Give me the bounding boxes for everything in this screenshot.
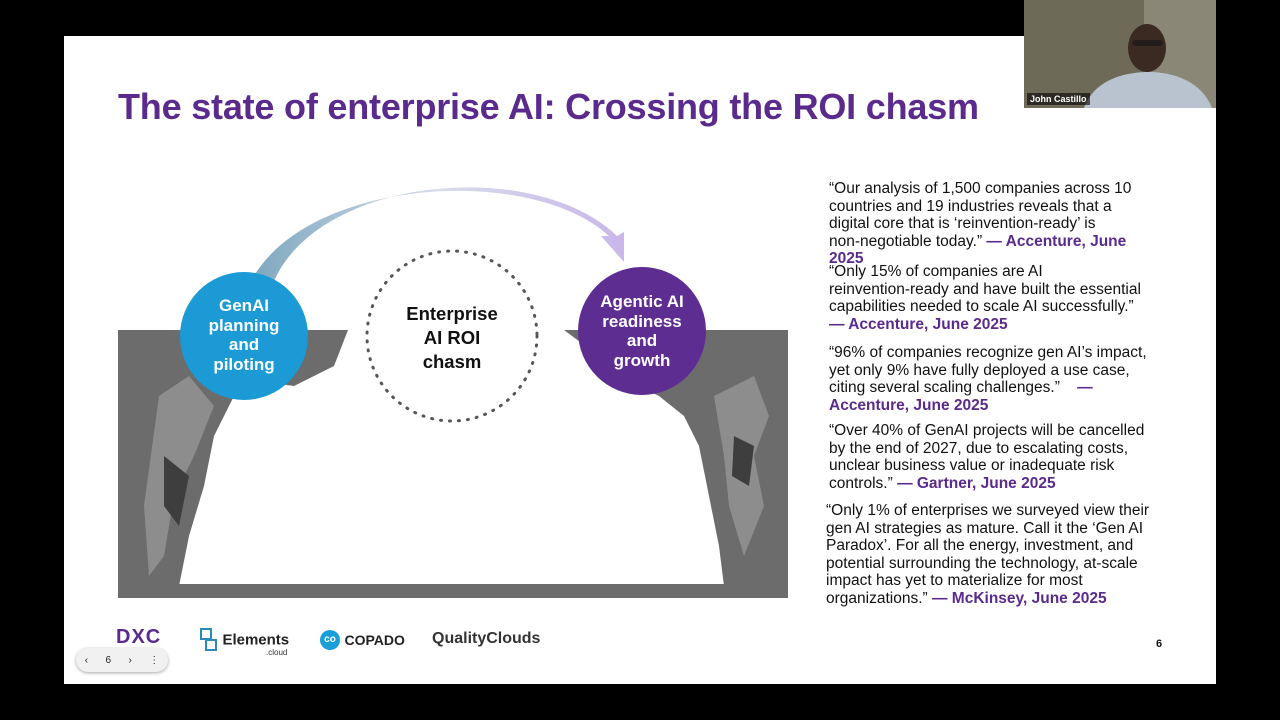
quote-mckinsey: “Only 1% of enterprises we surveyed view… bbox=[826, 502, 1150, 607]
current-slide-indicator: 6 bbox=[105, 654, 112, 666]
copado-icon: co bbox=[320, 630, 340, 650]
prev-slide-button[interactable]: ‹ bbox=[84, 654, 89, 666]
more-options-icon[interactable]: ⋮ bbox=[149, 654, 160, 666]
qualityclouds-logo: QualityClouds bbox=[432, 630, 541, 647]
slide-navigation: ‹ 6 › ⋮ bbox=[76, 648, 168, 672]
chasm-label: Enterprise AI ROI chasm bbox=[406, 303, 498, 372]
quote-accenture-2: “Only 15% of companies are AI reinventio… bbox=[829, 263, 1141, 333]
page-number: 6 bbox=[1156, 638, 1163, 650]
chasm-dotted-circle bbox=[365, 249, 539, 423]
genai-circle-label: GenAI planning and piloting bbox=[208, 296, 280, 374]
dxc-logo: DXC bbox=[116, 626, 162, 648]
slide: The state of enterprise AI: Crossing the… bbox=[64, 36, 1216, 684]
slide-title: The state of enterprise AI: Crossing the… bbox=[118, 86, 979, 127]
participant-name: John Castillo bbox=[1027, 93, 1090, 105]
chasm-floor bbox=[118, 584, 788, 598]
elements-logo: Elements .cloud bbox=[200, 628, 289, 657]
agentic-circle-label: Agentic AI readiness and growth bbox=[600, 292, 684, 370]
webcam-tile[interactable]: John Castillo bbox=[1024, 0, 1216, 108]
genai-circle bbox=[180, 272, 308, 400]
elements-icon bbox=[200, 628, 217, 651]
copado-logo: co COPADO bbox=[320, 630, 405, 650]
presenter-video bbox=[1024, 0, 1216, 108]
quote-accenture-3: “96% of companies recognize gen AI’s imp… bbox=[829, 344, 1147, 414]
agentic-circle bbox=[578, 267, 706, 395]
quote-accenture-1: “Our analysis of 1,500 companies across … bbox=[829, 180, 1132, 267]
next-slide-button[interactable]: › bbox=[128, 654, 132, 666]
crossing-arrow bbox=[254, 187, 624, 286]
chasm-diagram bbox=[118, 187, 788, 598]
quote-gartner: “Over 40% of GenAI projects will be canc… bbox=[829, 422, 1145, 492]
